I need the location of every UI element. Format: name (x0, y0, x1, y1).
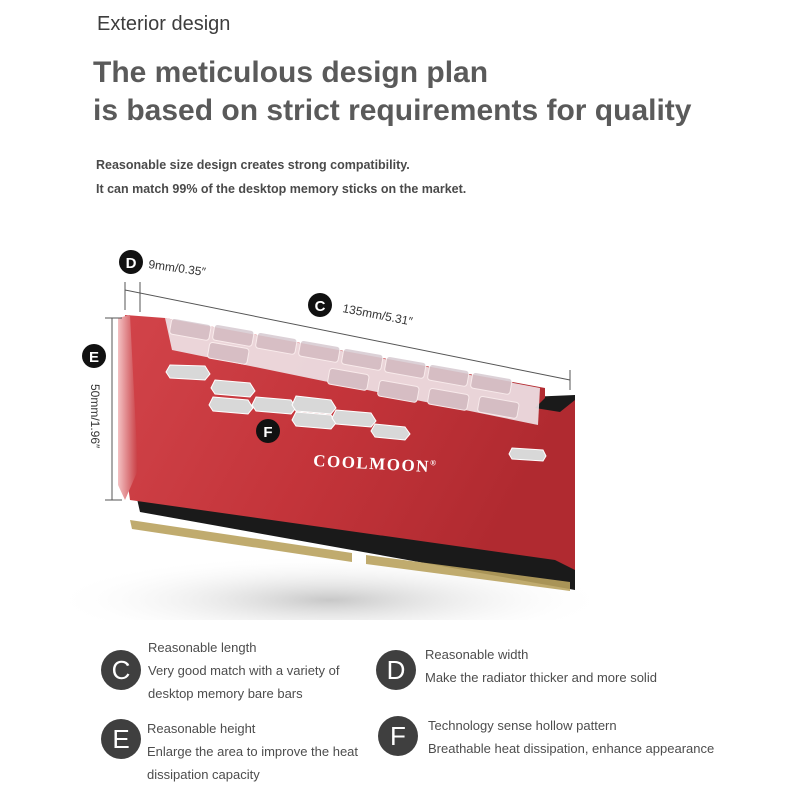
rgb-crystal-bar (165, 317, 540, 425)
svg-text:E: E (89, 349, 99, 366)
dim-badge-e: E (82, 344, 106, 368)
section-eyebrow: Exterior design (97, 13, 231, 35)
feature-desc-length-1: Very good match with a variety of (148, 663, 340, 678)
svg-text:D: D (126, 255, 137, 272)
dim-badge-c: C (308, 293, 332, 317)
dimension-lines (105, 282, 571, 501)
gold-contacts-right (366, 555, 570, 591)
feature-title-length: Reasonable length (148, 640, 257, 655)
headline-line-1: The meticulous design plan (93, 56, 489, 89)
subtitle-line-2: It can match 99% of the desktop memory s… (96, 182, 467, 196)
feature-desc-length-2: desktop memory bare bars (148, 686, 303, 701)
headline-line-2: is based on strict requirements for qual… (93, 94, 692, 127)
dim-label-length: 135mm/5.31″ (341, 301, 414, 328)
dim-badge-f: F (256, 419, 280, 443)
feature-title-pattern: Technology sense hollow pattern (428, 718, 617, 733)
dim-label-depth: 9mm/0.35″ (148, 257, 208, 279)
feature-desc-width: Make the radiator thicker and more solid (425, 670, 657, 685)
feature-badge-c: C (101, 650, 141, 690)
feature-desc-pattern: Breathable heat dissipation, enhance app… (428, 741, 715, 756)
ram-heatsink-illustration: COOLMOON® D 9mm/0.35″ C 135mm/5.31″ E 50… (50, 250, 610, 620)
feature-badge-e: E (101, 719, 141, 759)
feature-desc-height-2: dissipation capacity (147, 767, 260, 782)
feature-badge-d: D (376, 650, 416, 690)
gold-contacts (130, 520, 352, 562)
feature-desc-height-1: Enlarge the area to improve the heat (147, 744, 359, 759)
dim-label-height: 50mm/1.96″ (88, 384, 102, 449)
feature-badge-f: F (378, 716, 418, 756)
svg-text:C: C (315, 298, 326, 315)
feature-title-height: Reasonable height (147, 721, 256, 736)
dim-badge-d: D (119, 250, 143, 274)
svg-text:F: F (263, 424, 272, 441)
subtitle-line-1: Reasonable size design creates strong co… (96, 158, 410, 172)
heatsink-edge (118, 315, 138, 500)
hollow-pattern (165, 364, 547, 462)
feature-title-width: Reasonable width (425, 647, 529, 662)
